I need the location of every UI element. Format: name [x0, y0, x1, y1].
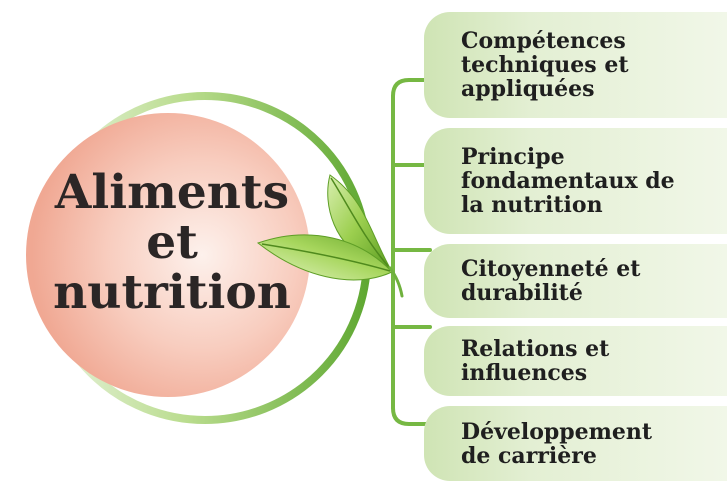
branch-box-principes: Principe fondamentaux de la nutrition: [424, 128, 727, 234]
branch-label: Citoyenneté et durabilité: [461, 256, 641, 306]
branch-label: Développement de carrière: [461, 418, 653, 469]
connector-lines: [391, 78, 432, 426]
center-title-line: Aliments: [54, 165, 290, 220]
center-circle: [26, 113, 310, 397]
branch-box-competences: Compétences techniques et appliquées: [424, 12, 727, 118]
branch-box-citoyennete: Citoyenneté et durabilité: [424, 244, 727, 318]
branch-label: Relations et influences: [461, 336, 610, 386]
branch-box-relations: Relations et influences: [424, 326, 727, 396]
leaf-decoration: [256, 174, 404, 298]
branch-label: Principe fondamentaux de la nutrition: [461, 144, 675, 218]
center-title-line: nutrition: [53, 265, 291, 320]
center-title-line: et: [146, 215, 198, 270]
branch-box-carriere: Développement de carrière: [424, 406, 727, 481]
center-title: Aliments et nutrition: [30, 168, 314, 318]
branch-label: Compétences techniques et appliquées: [461, 28, 629, 102]
